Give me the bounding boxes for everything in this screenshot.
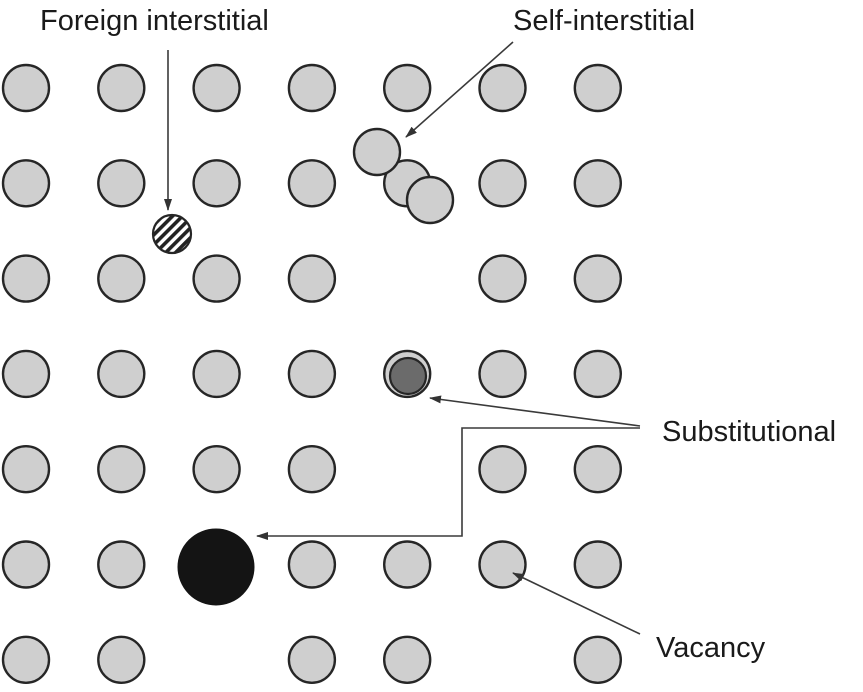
small-substitutional-atom (388, 356, 428, 396)
lattice-atom (478, 349, 527, 399)
lattice-atom (287, 540, 337, 589)
lattice-atom (573, 254, 622, 303)
lattice-atom (192, 159, 241, 208)
lattice-atom (97, 635, 146, 684)
lattice-atom (1, 349, 51, 399)
substitutional-label: Substitutional (662, 416, 836, 448)
lattice-atom (192, 445, 241, 494)
lattice-atom (478, 159, 527, 208)
self-interstitial-atom-displaced (405, 175, 455, 225)
foreign-interstitial-label: Foreign interstitial (40, 5, 269, 37)
lattice-atom (478, 254, 527, 303)
lattice-atom (1, 445, 51, 494)
lattice-atom (287, 159, 337, 208)
lattice-atom (97, 540, 146, 589)
lattice-atom (478, 540, 527, 589)
lattice-atom (573, 63, 622, 113)
self-interstitial-leader (405, 41, 514, 138)
lattice-atom (573, 445, 622, 494)
lattice-atom (1, 159, 51, 208)
vacancy-leader (512, 572, 641, 635)
lattice-atom (97, 63, 146, 113)
lattice-atom (287, 635, 337, 684)
lattice-atom (573, 349, 622, 399)
lattice-atom (97, 254, 146, 303)
lattice-atom (287, 445, 337, 494)
lattice-atom (97, 159, 146, 208)
lattice-atom (287, 63, 337, 113)
lattice-atom (1, 540, 51, 589)
self-interstitial-label: Self-interstitial (513, 5, 695, 37)
host-lattice (1, 63, 622, 684)
lattice-atom (383, 635, 432, 684)
lattice-atom (573, 635, 622, 684)
lattice-atom (192, 254, 241, 303)
substitutional-leader-large (256, 427, 640, 540)
lattice-atom (1, 635, 51, 684)
self-interstitial-atom (352, 127, 402, 177)
lattice-atom (1, 63, 51, 113)
lattice-atom (573, 540, 622, 589)
lattice-atom (478, 63, 527, 113)
lattice-atom (383, 540, 432, 589)
lattice-atom (287, 254, 337, 303)
large-substitutional-atom (177, 528, 255, 606)
vacancy-label: Vacancy (656, 632, 766, 664)
lattice-atom (478, 445, 527, 494)
lattice-atom (1, 254, 51, 303)
lattice-atom (97, 349, 146, 399)
substitutional-leader-small (429, 395, 641, 427)
lattice-atom (287, 349, 337, 399)
lattice-atom (383, 63, 432, 113)
lattice-atom (192, 63, 241, 113)
lattice-atom (192, 349, 241, 399)
foreign-interstitial-atom (151, 213, 193, 255)
lattice-atom (573, 159, 622, 208)
lattice-atom (97, 445, 146, 494)
